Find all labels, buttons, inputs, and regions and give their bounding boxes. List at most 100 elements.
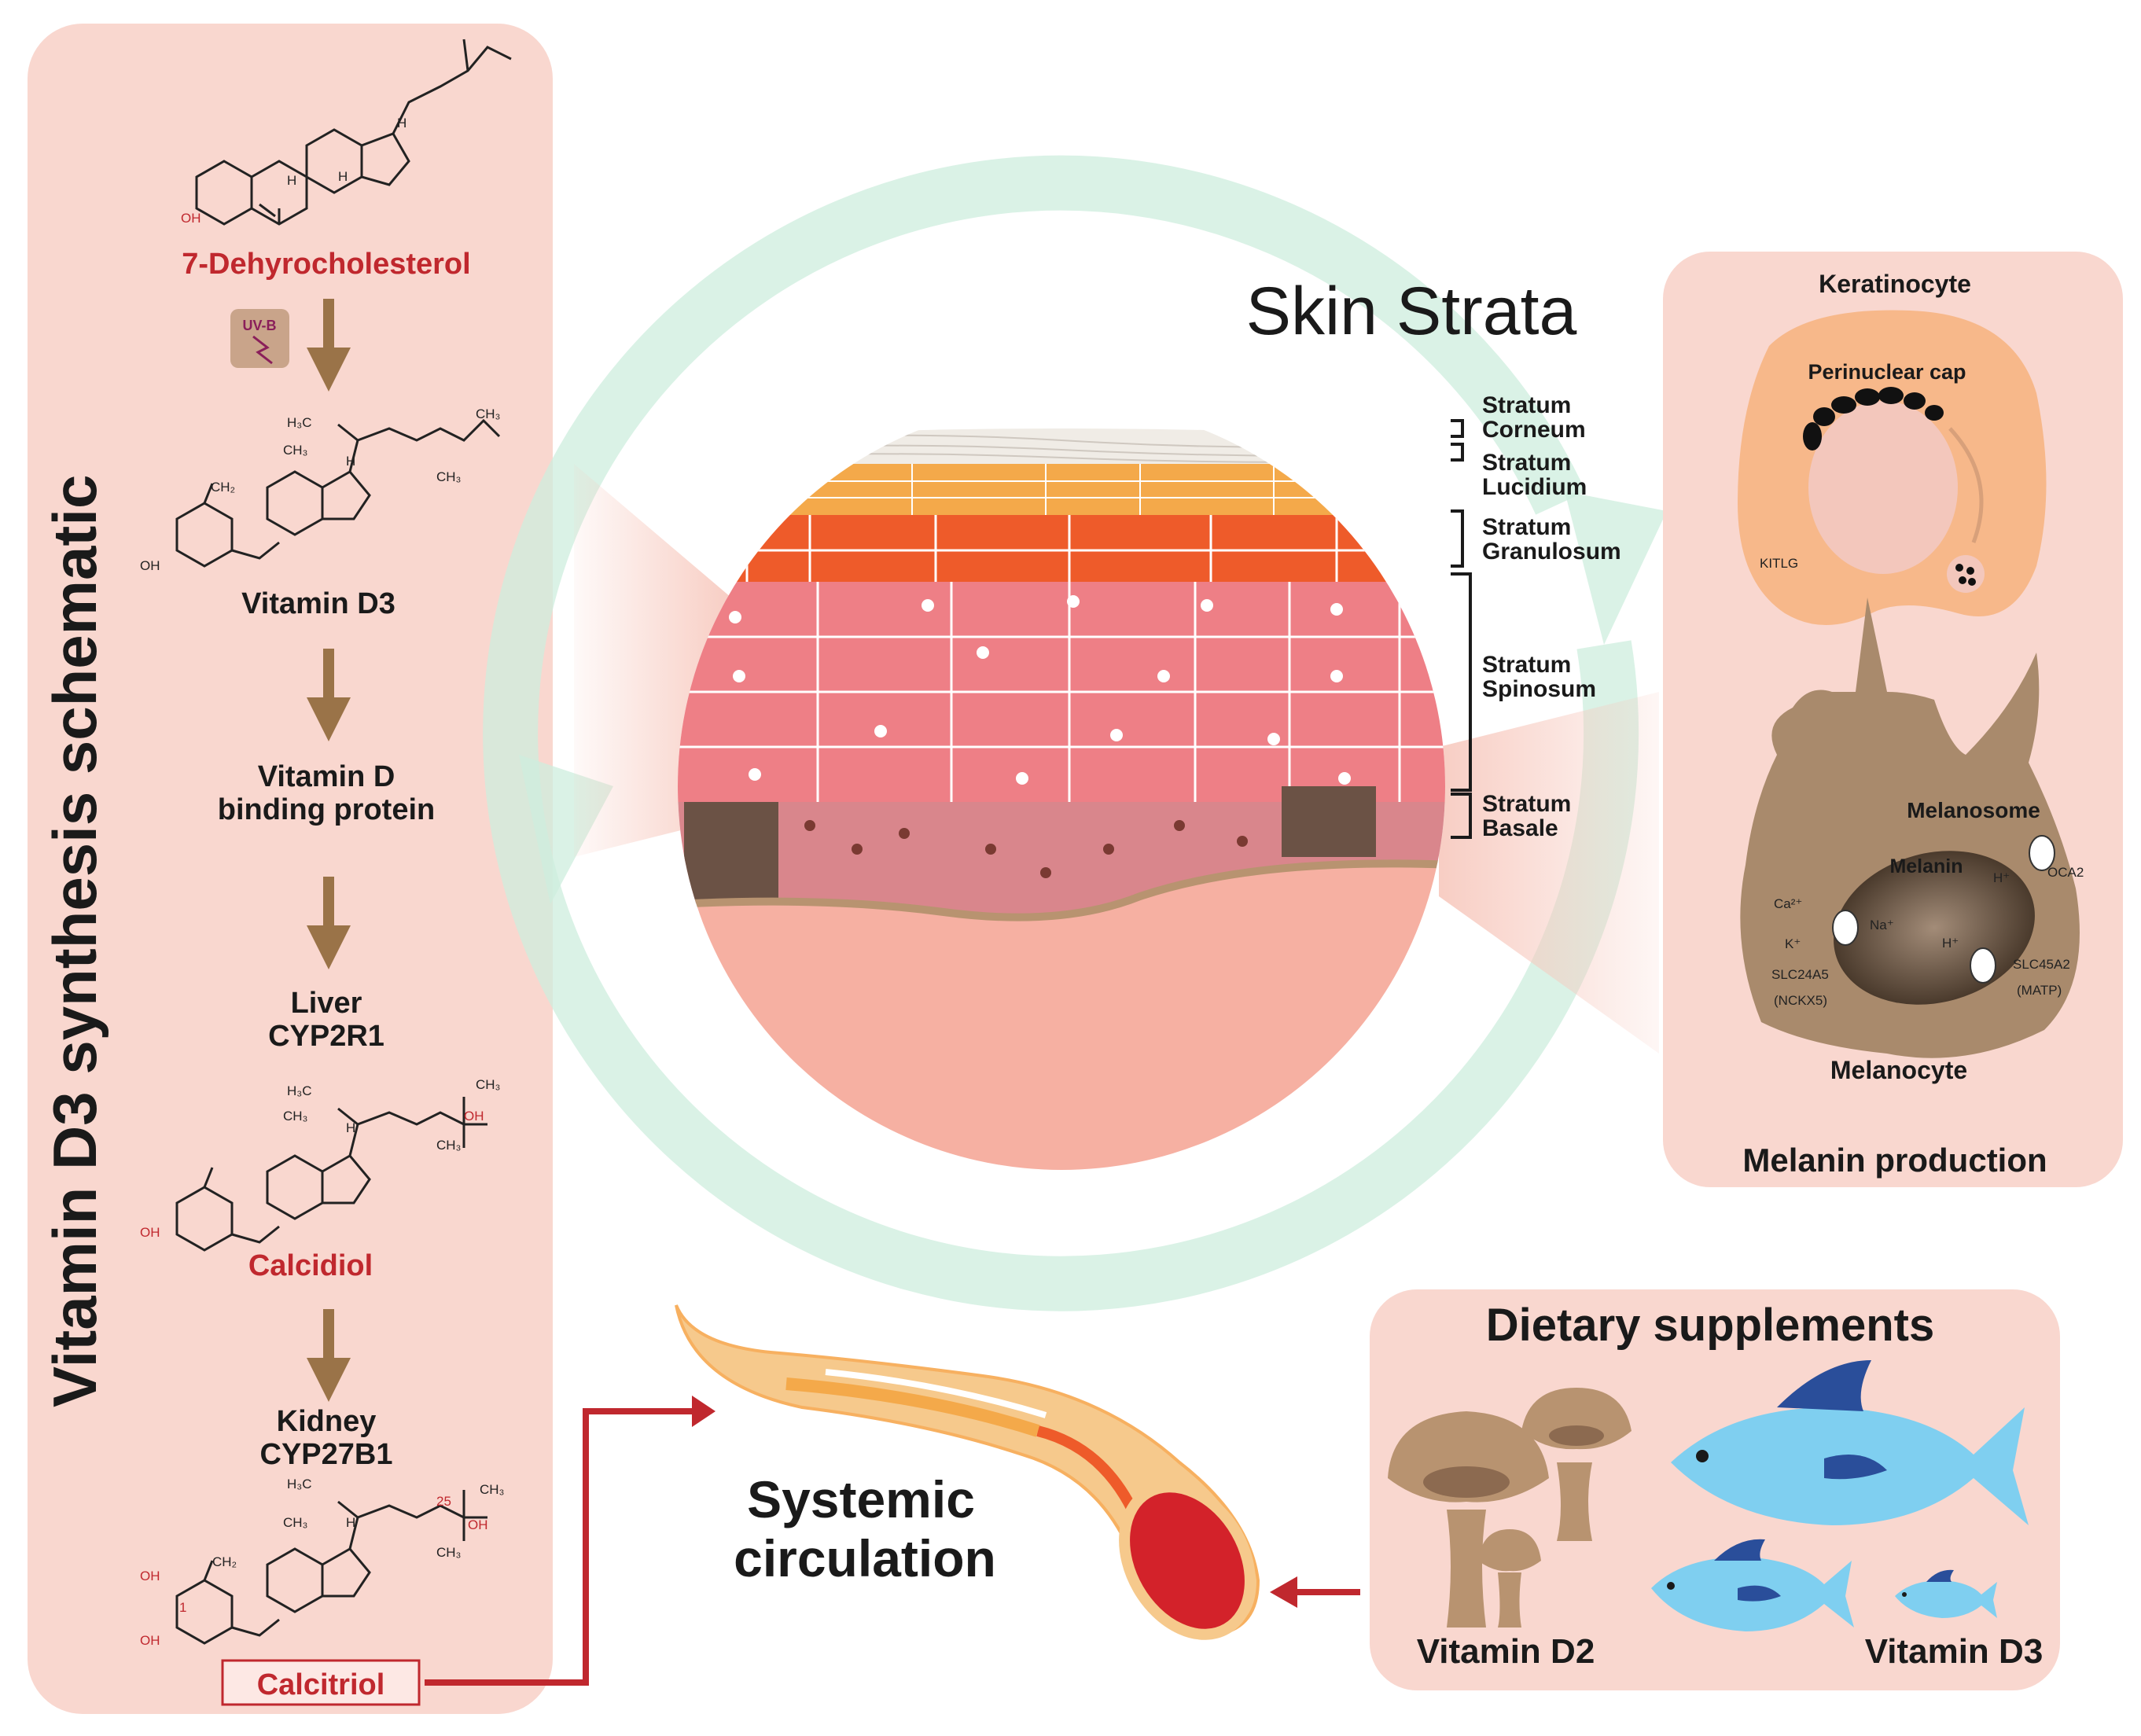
chem-h-3: H [346, 1120, 355, 1135]
blood-vessel [675, 1304, 1260, 1640]
na-label: Na⁺ [1870, 918, 1894, 932]
fish-icon-medium [1651, 1539, 1854, 1631]
kitlg-label: KITLG [1760, 556, 1798, 571]
mushroom-icon [1388, 1388, 1632, 1628]
molecule-7-dehydrocholesterol [195, 39, 512, 226]
layer-basale [678, 802, 1445, 918]
perinuclear-cap-label: Perinuclear cap [1808, 360, 1966, 384]
synthesis-panel: Vitamin D3 synthesis schematic OH H H H … [28, 24, 553, 1714]
step-calcidiol: Calcidiol [248, 1249, 373, 1282]
stratum-lucidium-line2: Lucidium [1482, 474, 1587, 500]
circulation-line1: Systemic [747, 1470, 975, 1528]
circulation-line2: circulation [734, 1529, 996, 1587]
stratum-basale-line1: Stratum [1482, 791, 1571, 817]
slc24a5-label: SLC24A5 [1771, 967, 1829, 982]
melanosome-label: Melanosome [1907, 798, 2040, 822]
ca-label: Ca²⁺ [1774, 896, 1802, 911]
nckx5-label: (NCKX5) [1774, 993, 1827, 1008]
melanocyte-left [684, 802, 778, 904]
chem-h-4: H [346, 1515, 355, 1530]
step-liver-line2: CYP2R1 [268, 1020, 384, 1053]
matp-label: (MATP) [2017, 983, 2062, 998]
stratum-corneum-line1: Stratum [1482, 392, 1571, 418]
chem-oh-4a: OH [140, 1569, 160, 1583]
step-vdbp-line1: Vitamin D [258, 760, 395, 793]
chem-ch3-3c: CH₃ [436, 1138, 461, 1153]
step-vitamin-d3: Vitamin D3 [241, 587, 395, 620]
chem-c25: 25 [436, 1494, 451, 1509]
fish-icon-large [1671, 1360, 2029, 1525]
step-7-dehydrocholesterol: 7-Dehyrocholesterol [182, 248, 470, 281]
layer-corneum [678, 428, 1445, 464]
h-plus-1: H⁺ [1993, 870, 2010, 885]
h-plus-2: H⁺ [1942, 936, 1959, 951]
chem-c1: 1 [179, 1600, 186, 1615]
vitamin-d2-label: Vitamin D2 [1417, 1632, 1595, 1671]
dietary-title: Dietary supplements [1486, 1300, 1935, 1351]
chem-oh-4b: OH [140, 1633, 160, 1648]
step-kidney-line1: Kidney [277, 1405, 377, 1438]
chem-h-2: H [346, 454, 355, 469]
vitamin-d3-diet-label: Vitamin D3 [1865, 1632, 2044, 1671]
oca2-transporter [2029, 835, 2055, 871]
skin-cross-section [678, 403, 1445, 1170]
chem-oh-1: OH [181, 211, 201, 226]
transport-arrow [1948, 427, 1984, 543]
k-label: K⁺ [1785, 936, 1801, 951]
stratum-granulosum-line1: Stratum [1482, 514, 1571, 540]
dietary-panel: Dietary supplements Vitamin D2 [1370, 1289, 2060, 1690]
basement-membrane [678, 859, 1445, 921]
layer-lucidium [678, 464, 1445, 515]
melanin-label: Melanin [1889, 855, 1963, 877]
synthesis-title: Vitamin D3 synthesis schematic [40, 475, 109, 1407]
diet-to-circulation-arrow [1270, 1576, 1360, 1608]
chem-h-1a: H [397, 116, 406, 131]
slc45a2-transporter [1970, 947, 1996, 984]
step-liver-line1: Liver [291, 987, 362, 1020]
melanin-production-title: Melanin production [1742, 1142, 2047, 1179]
chem-h3c-4: H₃C [287, 1477, 311, 1491]
keratinocyte-nucleus [1808, 401, 1958, 574]
step-vdbp-line2: binding protein [218, 793, 436, 826]
perinuclear-cap-melanosomes [1803, 387, 1944, 451]
stratum-lucidium-line1: Stratum [1482, 450, 1571, 476]
step-kidney-line2: CYP27B1 [260, 1438, 393, 1471]
chem-oh-4c: OH [468, 1517, 488, 1532]
melanocyte-label: Melanocyte [1830, 1056, 1967, 1084]
oca2-label: OCA2 [2047, 865, 2084, 880]
chem-ch3-3b: CH₃ [476, 1077, 500, 1092]
cycle-arrowhead-right [1565, 491, 1667, 645]
chem-h3c-2: H₃C [287, 415, 311, 430]
molecule-calcidiol [175, 1097, 487, 1252]
strata-labels [1451, 419, 1472, 839]
chem-ch3-2a: CH₃ [283, 443, 307, 458]
chem-oh-2: OH [140, 558, 160, 573]
stratum-spinosum-line2: Spinosum [1482, 676, 1596, 702]
stratum-granulosum-line2: Granulosum [1482, 539, 1621, 565]
uvb-badge: UV-B [230, 309, 289, 368]
slc45a2-label: SLC45A2 [2013, 957, 2070, 972]
chem-ch3-2c: CH₃ [436, 469, 461, 484]
uvb-label: UV-B [242, 318, 276, 333]
lightning-icon [252, 335, 273, 365]
melanocyte-right [1282, 786, 1376, 857]
chem-ch3-4a: CH₃ [283, 1515, 307, 1530]
stratum-spinosum-line1: Stratum [1482, 652, 1571, 678]
chem-ch3-4c: CH₃ [436, 1545, 461, 1560]
chem-h3c-3: H₃C [287, 1083, 311, 1098]
skin-strata-title: Skin Strata [1246, 274, 1577, 349]
calcitriol-to-circulation-arrow [425, 1396, 716, 1686]
vessel-lumen [1119, 1481, 1256, 1640]
layer-granulosum [678, 515, 1445, 582]
molecule-calcitriol [175, 1490, 487, 1645]
molecule-vitamin-d3 [175, 418, 501, 568]
step-calcitriol: Calcitriol [257, 1668, 385, 1701]
calcitriol-box [221, 1659, 421, 1706]
fish-icon-small [1895, 1569, 1997, 1618]
melanin-panel: Keratinocyte Perinuclear cap KITLG Melan… [1663, 252, 2123, 1187]
slc24a5-transporter [1832, 910, 1859, 946]
chem-ch3-2b: CH₃ [476, 406, 500, 421]
chem-ch2-2: CH₂ [211, 480, 235, 495]
chem-h-1c: H [287, 173, 296, 188]
chem-ch3-4b: CH₃ [480, 1482, 504, 1497]
